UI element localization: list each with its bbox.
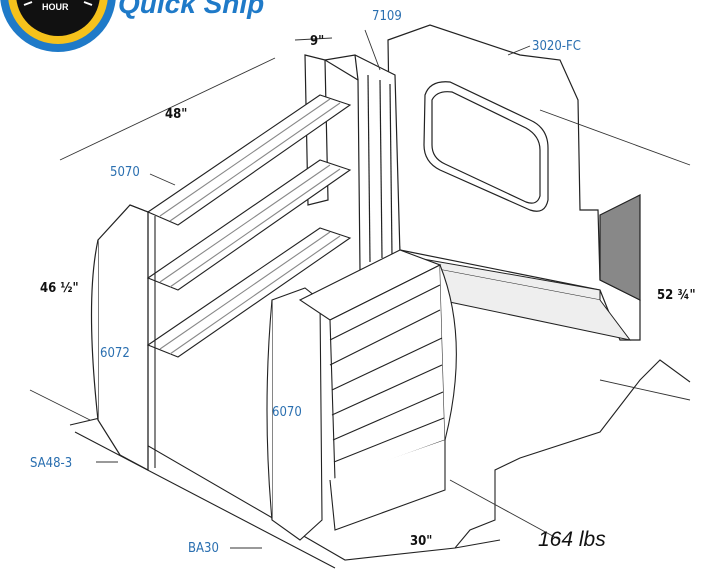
brand-title: Quick Ship (118, 0, 264, 19)
dim-top-depth: 9" (310, 34, 324, 49)
left-end-panel (90, 204, 149, 472)
weight-label: 164 lbs (538, 528, 606, 551)
part-label-6070: 6070 (272, 405, 302, 420)
part-label-6072: 6072 (100, 346, 130, 361)
clock-badge-icon (0, 0, 116, 52)
part-label-ba30: BA30 (188, 541, 219, 556)
shelf-unit (146, 94, 352, 470)
badge-text: HOUR (42, 2, 69, 12)
bin-unit (266, 249, 457, 541)
part-label-sa48-3: SA48-3 (30, 456, 72, 471)
part-label-5070: 5070 (110, 165, 140, 180)
part-label-3020-fc: 3020-FC (532, 39, 581, 54)
part-label-7109: 7109 (372, 9, 402, 24)
dim-shelf-width: 48" (165, 107, 187, 122)
back-wall-panel (387, 24, 641, 341)
dim-bin-width: 30" (410, 534, 432, 549)
dim-left-height: 46 ½" (40, 281, 79, 296)
dim-right-height: 52 ¾" (657, 288, 696, 303)
dimension-lines (29, 37, 691, 541)
leader-lines (96, 29, 531, 549)
